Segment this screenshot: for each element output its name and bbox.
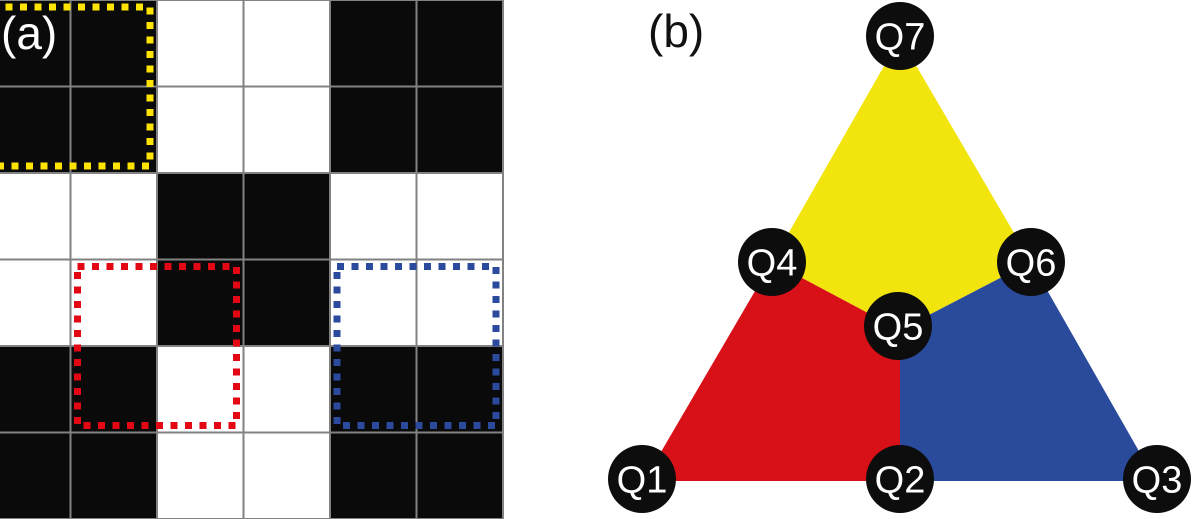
- node-q1: Q1: [608, 445, 676, 513]
- red-region: [644, 262, 900, 481]
- node-label-q7: Q7: [875, 17, 926, 59]
- node-circle-q4: [738, 228, 806, 296]
- panel-a-label: (a): [1, 7, 58, 59]
- grid-cell: [156, 431, 245, 519]
- blue-dashed-box: [333, 263, 500, 429]
- grid-cell: [329, 431, 418, 519]
- grid-cell: [242, 85, 331, 174]
- grid-cell: [242, 0, 331, 88]
- node-circle-q3: [1123, 445, 1191, 513]
- grid-cell: [0, 172, 72, 261]
- node-circle-q5: [864, 292, 932, 360]
- grid-cell: [242, 431, 331, 519]
- node-label-q5: Q5: [873, 307, 924, 349]
- node-label-q4: Q4: [747, 243, 798, 285]
- node-circle-q2: [866, 445, 934, 513]
- panel-a: (a): [0, 0, 560, 519]
- yellow-region: [772, 38, 1031, 330]
- node-label-q1: Q1: [617, 460, 668, 502]
- grid-cell: [0, 345, 72, 434]
- grid-cell: [415, 172, 504, 261]
- grid-pattern-svg: [0, 0, 504, 519]
- grid-cell: [242, 258, 331, 347]
- grid-cells: [0, 0, 504, 519]
- grid-cell: [415, 431, 504, 519]
- grid-cell: [415, 85, 504, 174]
- grid-cell: [156, 258, 245, 347]
- grid-cell: [329, 345, 418, 434]
- grid-cell: [69, 172, 158, 261]
- grid-cell: [415, 345, 504, 434]
- node-q2: Q2: [866, 445, 934, 513]
- grid-cell: [156, 85, 245, 174]
- grid-cell: [329, 85, 418, 174]
- node-circle-q6: [997, 228, 1065, 296]
- grid-cell: [156, 0, 245, 88]
- grid-cell: [69, 258, 158, 347]
- node-label-q3: Q3: [1132, 460, 1183, 502]
- grid-cell: [329, 258, 418, 347]
- grid-cell: [0, 85, 72, 174]
- grid-cell: [242, 345, 331, 434]
- grid-cell: [0, 431, 72, 519]
- grid-cell: [242, 172, 331, 261]
- grid-cell: [415, 258, 504, 347]
- node-q7: Q7: [866, 2, 934, 70]
- node-label-q2: Q2: [875, 460, 926, 502]
- node-q3: Q3: [1123, 445, 1191, 513]
- yellow-dashed-box: [0, 3, 154, 170]
- grid-cell: [69, 85, 158, 174]
- node-q4: Q4: [738, 228, 806, 296]
- node-q6: Q6: [997, 228, 1065, 296]
- grid-cell: [0, 258, 72, 347]
- grid-cell: [69, 345, 158, 434]
- red-dashed-box: [74, 263, 240, 429]
- grid-cell: [156, 345, 245, 434]
- grid-cell: [69, 0, 158, 88]
- node-q5: Q5: [864, 292, 932, 360]
- grid-cell: [156, 172, 245, 261]
- node-circle-q7: [866, 2, 934, 70]
- node-circle-q1: [608, 445, 676, 513]
- node-label-q6: Q6: [1006, 243, 1057, 285]
- grid-cell: [329, 172, 418, 261]
- grid-cell: [69, 431, 158, 519]
- panel-b-label: (b): [648, 5, 705, 57]
- blue-region: [900, 262, 1156, 481]
- grid-cell: [329, 0, 418, 88]
- grid-cell: [415, 0, 504, 88]
